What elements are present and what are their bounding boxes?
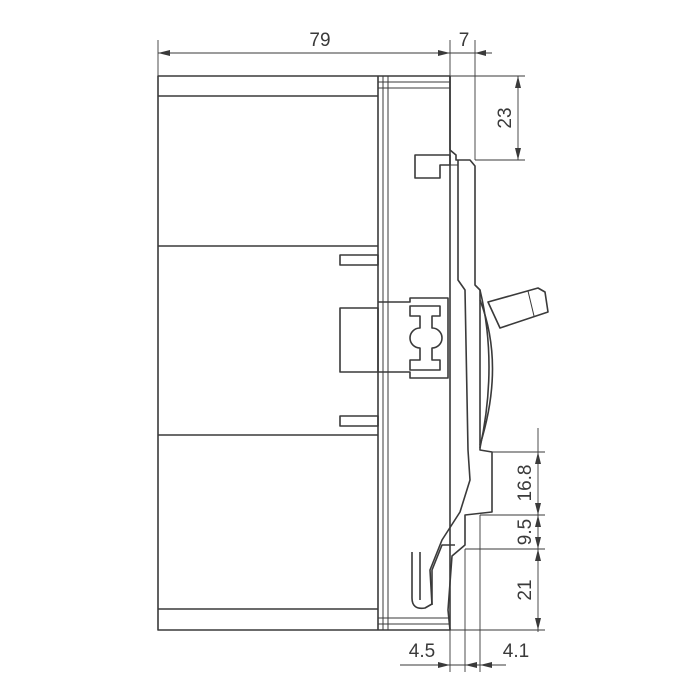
terminal-clamp: [339, 297, 449, 379]
dim-79: 79: [157, 30, 451, 76]
dim-stack-right: 16.8 9.5 21: [450, 428, 545, 632]
dim-4-5-label: 4.5: [409, 641, 435, 662]
front-profile: [411, 76, 493, 631]
dim-23-label: 23: [495, 107, 516, 128]
toggle-lever: [479, 287, 549, 449]
dim-4-1-label: 4.1: [503, 641, 529, 662]
dim-9-5-label: 9.5: [515, 519, 536, 545]
dim-21-label: 21: [515, 579, 536, 600]
dim-23: 23: [450, 75, 525, 161]
dim-7-label: 7: [459, 30, 470, 51]
dim-stack-bottom: 4.5 4.1: [400, 515, 529, 672]
side-slots: [339, 254, 379, 427]
dim-79-label: 79: [309, 30, 330, 51]
main-housing: [157, 75, 451, 631]
dim-7: 7: [450, 30, 492, 160]
dim-16-8-label: 16.8: [515, 465, 536, 502]
